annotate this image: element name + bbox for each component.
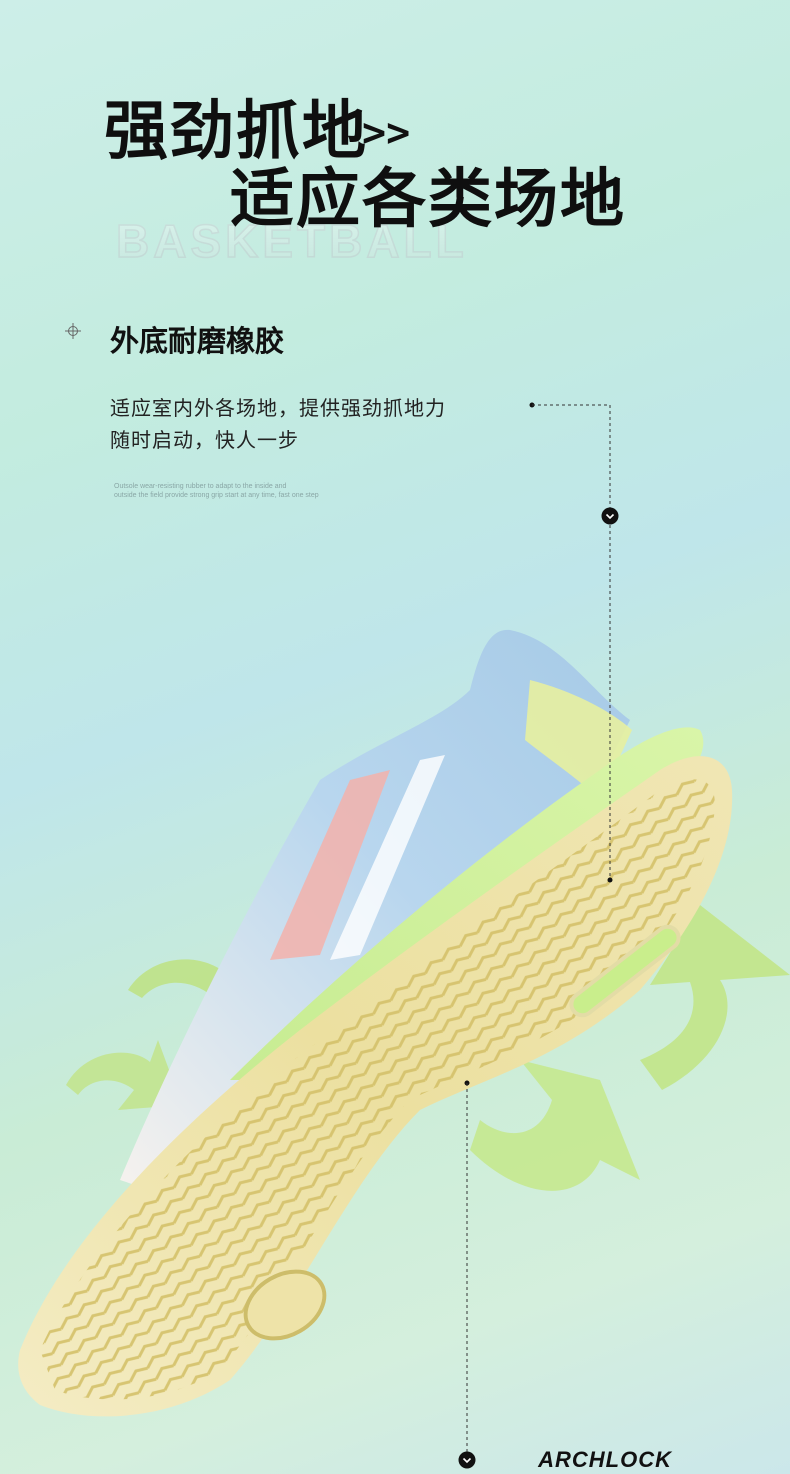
crosshair-icon — [65, 323, 81, 339]
feature-title: 外底耐磨橡胶 — [110, 324, 285, 358]
background-word: BASKETBALL — [115, 214, 468, 268]
headline-arrow: >> — [362, 110, 411, 156]
chevron-down-circle-icon — [601, 507, 619, 525]
shoe-outsole-tread — [40, 779, 715, 1400]
feature-description-line-2: 随时启动，快人一步 — [110, 428, 299, 452]
feature-description-line-1: 适应室内外各场地，提供强劲抓地力 — [110, 396, 446, 420]
callout-line-lower — [464, 1080, 470, 1455]
shoe-midsole — [230, 727, 704, 1080]
feature-english-line-1: Outsole wear-resisting rubber to adapt t… — [114, 483, 287, 490]
green-arrow-bottom — [470, 1060, 640, 1191]
feature-english-line-2: outside the field provide strong grip st… — [114, 492, 319, 499]
outsole-window — [569, 924, 681, 1018]
shoe-stripe-pink — [270, 770, 390, 960]
callout-line-upper — [529, 402, 613, 883]
green-arrow-left-lower — [66, 1040, 182, 1110]
outsole-pivot-circle — [243, 1269, 327, 1341]
brand-logo: ARCHLOCK — [538, 1447, 672, 1472]
chevron-down-circle-icon — [458, 1451, 476, 1469]
headline-line-1: 强劲抓地 — [104, 95, 368, 169]
headline-line-2: 适应各类场地 — [230, 163, 626, 237]
shoe-stripe-white — [330, 755, 445, 960]
green-arrow-right — [640, 905, 790, 1090]
